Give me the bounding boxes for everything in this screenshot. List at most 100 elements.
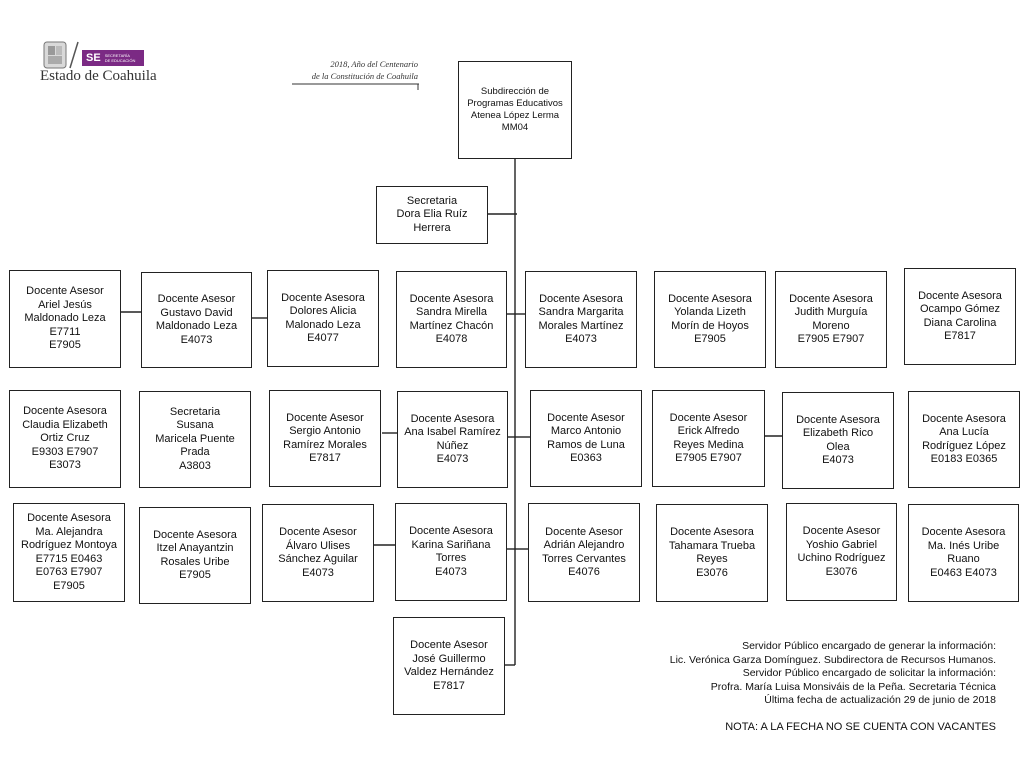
node-line: Rosales Uribe bbox=[160, 555, 230, 568]
node-line: E0183 E0365 bbox=[930, 453, 998, 465]
node-line: Adrián Alejandro bbox=[543, 539, 625, 551]
node-line: E4073 bbox=[436, 453, 469, 465]
node-line: Morín de Hoyos bbox=[671, 319, 749, 332]
node-line: Núñez bbox=[436, 439, 469, 452]
node-line: José Guillermo bbox=[412, 652, 486, 665]
coahuila-logo: Estado de Coahuila bbox=[38, 40, 157, 86]
node-line: E7905 bbox=[694, 333, 726, 345]
node-line: Docente Asesora bbox=[23, 405, 107, 418]
node-line: Docente Asesor bbox=[802, 525, 881, 537]
se-badge-sub: SECRETARÍA DE EDUCACIÓN bbox=[104, 53, 136, 63]
node-line: Ma. Alejandra bbox=[35, 525, 103, 538]
node-line: Ana Lucía bbox=[939, 426, 989, 438]
node-line: E7817 bbox=[433, 679, 465, 692]
node-line: Docente Asesor bbox=[547, 411, 625, 424]
node-line: Claudia Elizabeth bbox=[22, 418, 108, 431]
node-line: E7711 bbox=[49, 325, 81, 338]
node-line: Ruano bbox=[947, 553, 980, 565]
node-line: Tahamara Trueba bbox=[668, 539, 756, 552]
motto: 2018, Año del Centenario de la Constituc… bbox=[300, 58, 418, 82]
motto-underline bbox=[292, 83, 419, 90]
vacancy-note: NOTA: A LA FECHA NO SE CUENTA CON VACANT… bbox=[725, 721, 996, 733]
node-line: E3076 bbox=[696, 566, 728, 579]
node-line: Docente Asesora bbox=[410, 412, 495, 425]
footer-line-1: Servidor Público encargado de generar la… bbox=[742, 640, 996, 652]
node-line: Docente Asesor bbox=[279, 526, 357, 538]
se-badge-text: SE bbox=[86, 52, 101, 64]
node-line: E0463 E4073 bbox=[930, 566, 997, 579]
node-line: MM04 bbox=[501, 122, 529, 133]
node-line: Subdirección de bbox=[480, 86, 550, 97]
footer-line-5: Última fecha de actualización 29 de juni… bbox=[764, 694, 996, 706]
node-line: E3076 bbox=[825, 565, 858, 578]
node-line: Prada bbox=[180, 446, 210, 459]
node-line: Docente Asesora bbox=[281, 291, 365, 304]
coat-of-arms-icon bbox=[43, 41, 67, 69]
node-line: Docente Asesora bbox=[670, 526, 754, 538]
node-line: Ortiz Cruz bbox=[40, 432, 90, 445]
node-line: Maldonado Leza bbox=[155, 320, 238, 332]
node-line: E3073 bbox=[49, 459, 81, 472]
node-line: Docente Asesora bbox=[918, 289, 1002, 302]
node-line: Diana Carolina bbox=[923, 316, 997, 329]
node-line: Olea bbox=[826, 440, 850, 453]
state-name: Estado de Coahuila bbox=[40, 68, 157, 84]
node-line: Moreno bbox=[812, 319, 850, 332]
node-line: Morales Martínez bbox=[538, 319, 624, 332]
motto-line-2: de la Constitución de Coahuila bbox=[311, 71, 418, 81]
node-line: Docente Asesor bbox=[669, 411, 748, 424]
node-line: Docente Asesora bbox=[409, 525, 493, 537]
node-line: E7905 bbox=[49, 339, 81, 352]
node-line: Docente Asesor bbox=[545, 525, 623, 538]
node-line: E4077 bbox=[307, 332, 339, 344]
node-line: Herrera bbox=[413, 221, 451, 234]
node-line: Docente Asesora bbox=[922, 412, 1006, 425]
node-line: E4073 bbox=[565, 333, 597, 345]
node-line: Docente Asesora bbox=[796, 413, 880, 426]
node-line: E7905 E7907 bbox=[797, 333, 865, 345]
node-line: E4073 bbox=[302, 566, 334, 579]
node-line: Sandra Mirella bbox=[416, 306, 487, 318]
node-line: Ana Isabel Ramírez bbox=[404, 426, 501, 438]
node-line: Docente Asesor bbox=[286, 411, 364, 424]
node-line: Docente Asesora bbox=[668, 292, 752, 305]
node-line: E4076 bbox=[568, 566, 600, 578]
node-line: E7905 E7907 bbox=[675, 452, 742, 464]
node-line: Docente Asesora bbox=[539, 292, 623, 305]
node-line: Judith Murguía bbox=[794, 306, 868, 318]
node-line: Rodríguez Montoya bbox=[21, 539, 117, 551]
node-line: Martínez Chacón bbox=[409, 319, 494, 332]
node-line: Elizabeth Rico bbox=[802, 427, 874, 439]
node-line: Ramírez Morales bbox=[283, 438, 367, 451]
node-line: Sergio Antonio bbox=[289, 425, 361, 437]
node-line: Susana bbox=[176, 419, 214, 432]
node-line: E4073 bbox=[822, 454, 854, 466]
node-line: Valdez Hernández bbox=[404, 666, 494, 678]
node-line: Uchino Rodríguez bbox=[797, 552, 886, 564]
node-line: Docente Asesora bbox=[153, 528, 237, 541]
node-line: Sandra Margarita bbox=[538, 306, 624, 318]
node-line: Reyes bbox=[696, 553, 728, 565]
node-line: E0763 E7907 bbox=[35, 566, 103, 578]
node-line: Gustavo David bbox=[160, 306, 233, 319]
node-line: Marco Antonio bbox=[550, 425, 622, 437]
node-line: E7817 bbox=[944, 330, 976, 342]
node-line: Karina Sariñana bbox=[411, 538, 491, 551]
